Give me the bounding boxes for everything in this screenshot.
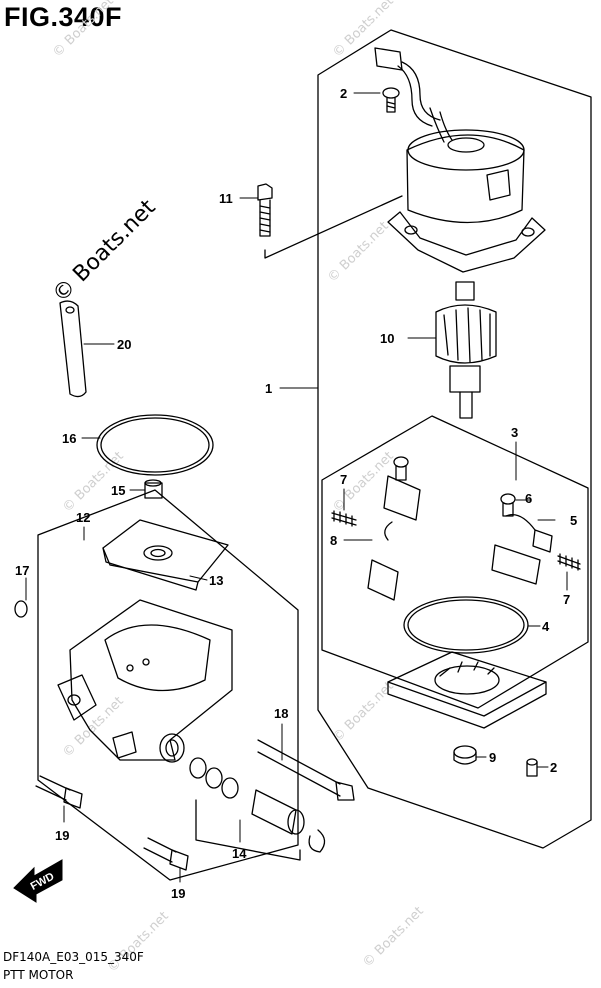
motor-wire-leads	[374, 47, 441, 127]
brush-holder-5	[491, 513, 553, 585]
callout-6: 6	[525, 491, 532, 506]
motor-housing	[387, 107, 546, 273]
callout-20: 20	[117, 337, 131, 352]
bolt-19-b	[143, 837, 189, 871]
fwd-arrow-icon: FWD	[13, 859, 63, 903]
o-ring-17	[14, 600, 28, 618]
callout-7-right: 7	[563, 592, 570, 607]
callout-11: 11	[219, 191, 233, 206]
callout-12: 12	[76, 510, 90, 525]
callout-2-top: 2	[340, 86, 347, 101]
clip-20	[59, 300, 87, 398]
callout-9: 9	[489, 750, 496, 765]
valve-group-14	[189, 757, 326, 861]
callout-3: 3	[511, 425, 518, 440]
pump-body-12	[57, 599, 233, 763]
callout-13: 13	[209, 573, 223, 588]
armature-10	[435, 281, 497, 419]
callout-2-bottom: 2	[550, 760, 557, 775]
callout-7-left: 7	[340, 472, 347, 487]
o-ring-16	[96, 414, 214, 476]
callout-19-right: 19	[171, 886, 185, 901]
callout-19-left: 19	[55, 828, 69, 843]
leader-lines	[25, 92, 568, 883]
bolt-11	[257, 183, 403, 259]
assembly-frame-brush	[321, 415, 589, 709]
callout-8: 8	[330, 533, 337, 548]
motor-end-frame	[387, 651, 547, 729]
callout-15: 15	[111, 483, 125, 498]
bolt-19-a	[35, 775, 83, 809]
spring-7-left	[331, 510, 357, 527]
screw-2-bottom	[526, 758, 538, 777]
assembly-frame-pump	[37, 489, 299, 881]
assembly-frame-motor	[317, 29, 592, 849]
callout-4: 4	[542, 619, 550, 634]
bolt-18	[257, 739, 355, 801]
part-name: PTT MOTOR	[3, 968, 74, 982]
plate-13	[102, 519, 229, 591]
screw-6	[500, 493, 516, 517]
callout-17: 17	[15, 563, 29, 578]
part-15	[144, 479, 163, 499]
figure-title: FIG.340F	[4, 2, 123, 32]
callout-5: 5	[570, 513, 577, 528]
callout-labels: 1 2 2 3 4 5 6 7 7 8 9 10 11 12 13 14 15 …	[15, 86, 577, 901]
screw-2-top	[382, 87, 400, 113]
drawing-code: DF140A_E03_015_340F	[3, 950, 144, 964]
spring-7-right	[557, 553, 581, 571]
callout-18: 18	[274, 706, 288, 721]
callout-1: 1	[265, 381, 272, 396]
o-ring-4	[403, 596, 529, 654]
callout-14: 14	[232, 846, 247, 861]
brush-holder-8	[367, 456, 421, 601]
callout-16: 16	[62, 431, 76, 446]
washer-9	[453, 745, 477, 765]
callout-10: 10	[380, 331, 394, 346]
